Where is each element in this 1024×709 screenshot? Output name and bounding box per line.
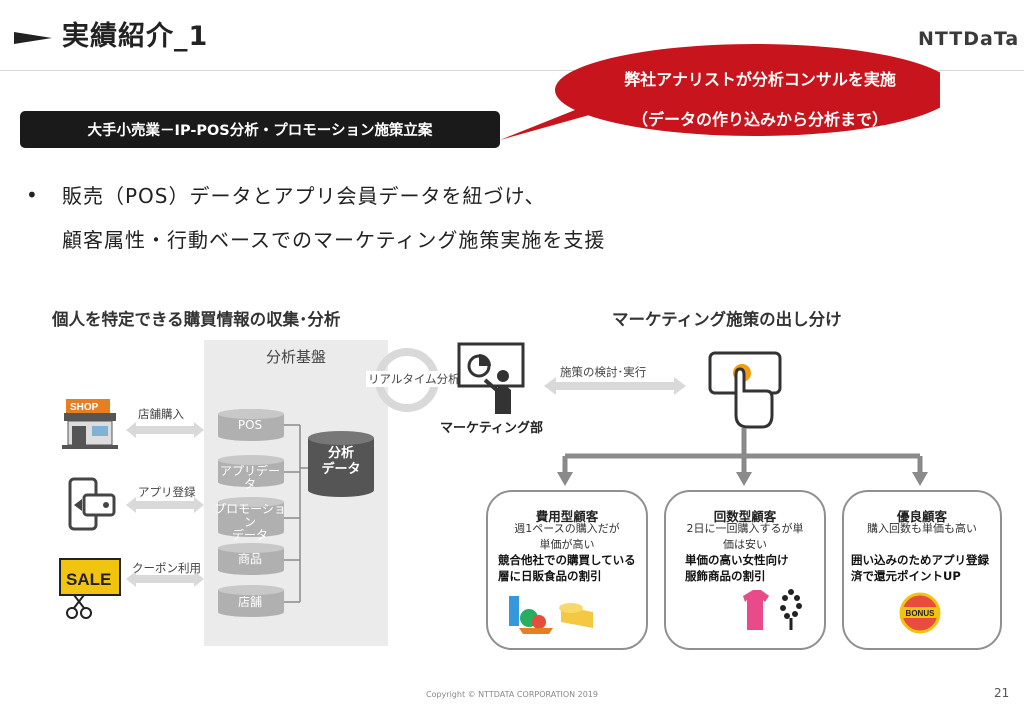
company-logo: NTTDaTa [918, 28, 1020, 50]
source-label-app: アプリ登録 [138, 485, 196, 499]
data-item-product: 商品 [237, 552, 262, 566]
platform-label: 分析基盤 [265, 348, 326, 366]
data-item-store: 店舗 [237, 595, 262, 609]
svg-text:SHOP: SHOP [70, 402, 99, 413]
smartphone-icon [68, 477, 116, 531]
touch-smartphone-icon [708, 351, 782, 429]
realtime-label: リアルタイム分析 [366, 371, 462, 387]
callout-bubble [500, 44, 940, 140]
source-arrows [126, 422, 204, 587]
card-action-cost: 競合他社での購買している 層に日販食品の割引 [498, 553, 636, 583]
presenter-icon [457, 342, 525, 414]
marketing-dept-label: マーケティング部 [440, 421, 543, 436]
policy-label: 施策の検討･実行 [560, 365, 647, 379]
bonus-badge-icon: BONUS [899, 592, 941, 634]
card-title-cost: 費用型顧客 [535, 509, 599, 524]
card-desc-cost: 週1ペースの購入だが 単価が高い [514, 522, 620, 551]
left-section-heading: 個人を特定できる購買情報の収集･分析 [52, 310, 341, 329]
analysis-data-label: 分析 データ [321, 446, 361, 477]
cylinder-pos [218, 409, 284, 441]
card-title-frequency: 回数型顧客 [713, 509, 777, 524]
case-label: 大手小売業－IP-POS分析・プロモーション施策立案 [20, 111, 500, 148]
bubble-line-2: （データの作り込みから分析まで） [631, 110, 888, 129]
sale-coupon-icon: SALE [59, 558, 121, 619]
copyright: Copyright © NTTDATA CORPORATION 2019 [425, 690, 599, 699]
groceries-icon [509, 596, 593, 634]
data-store-diagram [218, 409, 374, 617]
bubble-line-1: 弊社アナリストが分析コンサルを実施 [624, 70, 896, 89]
svg-text:SALE: SALE [66, 570, 111, 589]
bullet-marker: • [26, 183, 38, 207]
cylinder-app-data [218, 455, 284, 487]
card-action-frequency: 単価の高い女性向け 服飾商品の割引 [685, 553, 789, 583]
data-item-pos: POS [237, 418, 263, 432]
card-desc-frequency: 2日に一回購入するが単 価は安い [686, 522, 804, 551]
card-title-loyal: 優良顧客 [896, 509, 947, 524]
cylinder-store [218, 585, 284, 617]
card-desc-loyal: 購入回数も単価も高い [867, 522, 977, 535]
cylinder-product [218, 543, 284, 575]
bullet-line-1: 販売（POS）データとアプリ会員データを紐づけ、 [62, 184, 546, 208]
source-label-coupon: クーポン利用 [132, 561, 201, 575]
data-item-promo: プロモーション データ [214, 502, 286, 542]
source-label-store: 店舗購入 [138, 407, 184, 421]
shop-icon: SHOP [62, 399, 118, 449]
page-title: 実績紹介_1 [62, 21, 209, 52]
bullet-line-2: 顧客属性・行動ベースでのマーケティング施策実施を支援 [62, 228, 606, 252]
policy-arrow [544, 377, 686, 395]
bonus-badge-text: BONUS [906, 609, 936, 618]
cylinder-promo-data [218, 497, 284, 537]
distribution-tree [557, 428, 928, 486]
page-number: 21 [994, 686, 1010, 700]
data-item-app: アプリデータ [219, 464, 280, 491]
header-divider [0, 70, 1024, 71]
card-action-loyal: 囲い込みのためアプリ登録 済で還元ポイントUP [851, 553, 989, 583]
customer-card-frequency [664, 490, 826, 650]
clothing-icon [743, 589, 802, 630]
title-arrow-icon [14, 32, 52, 44]
cylinder-analysis-data [308, 431, 374, 497]
right-section-heading: マーケティング施策の出し分け [612, 310, 842, 329]
